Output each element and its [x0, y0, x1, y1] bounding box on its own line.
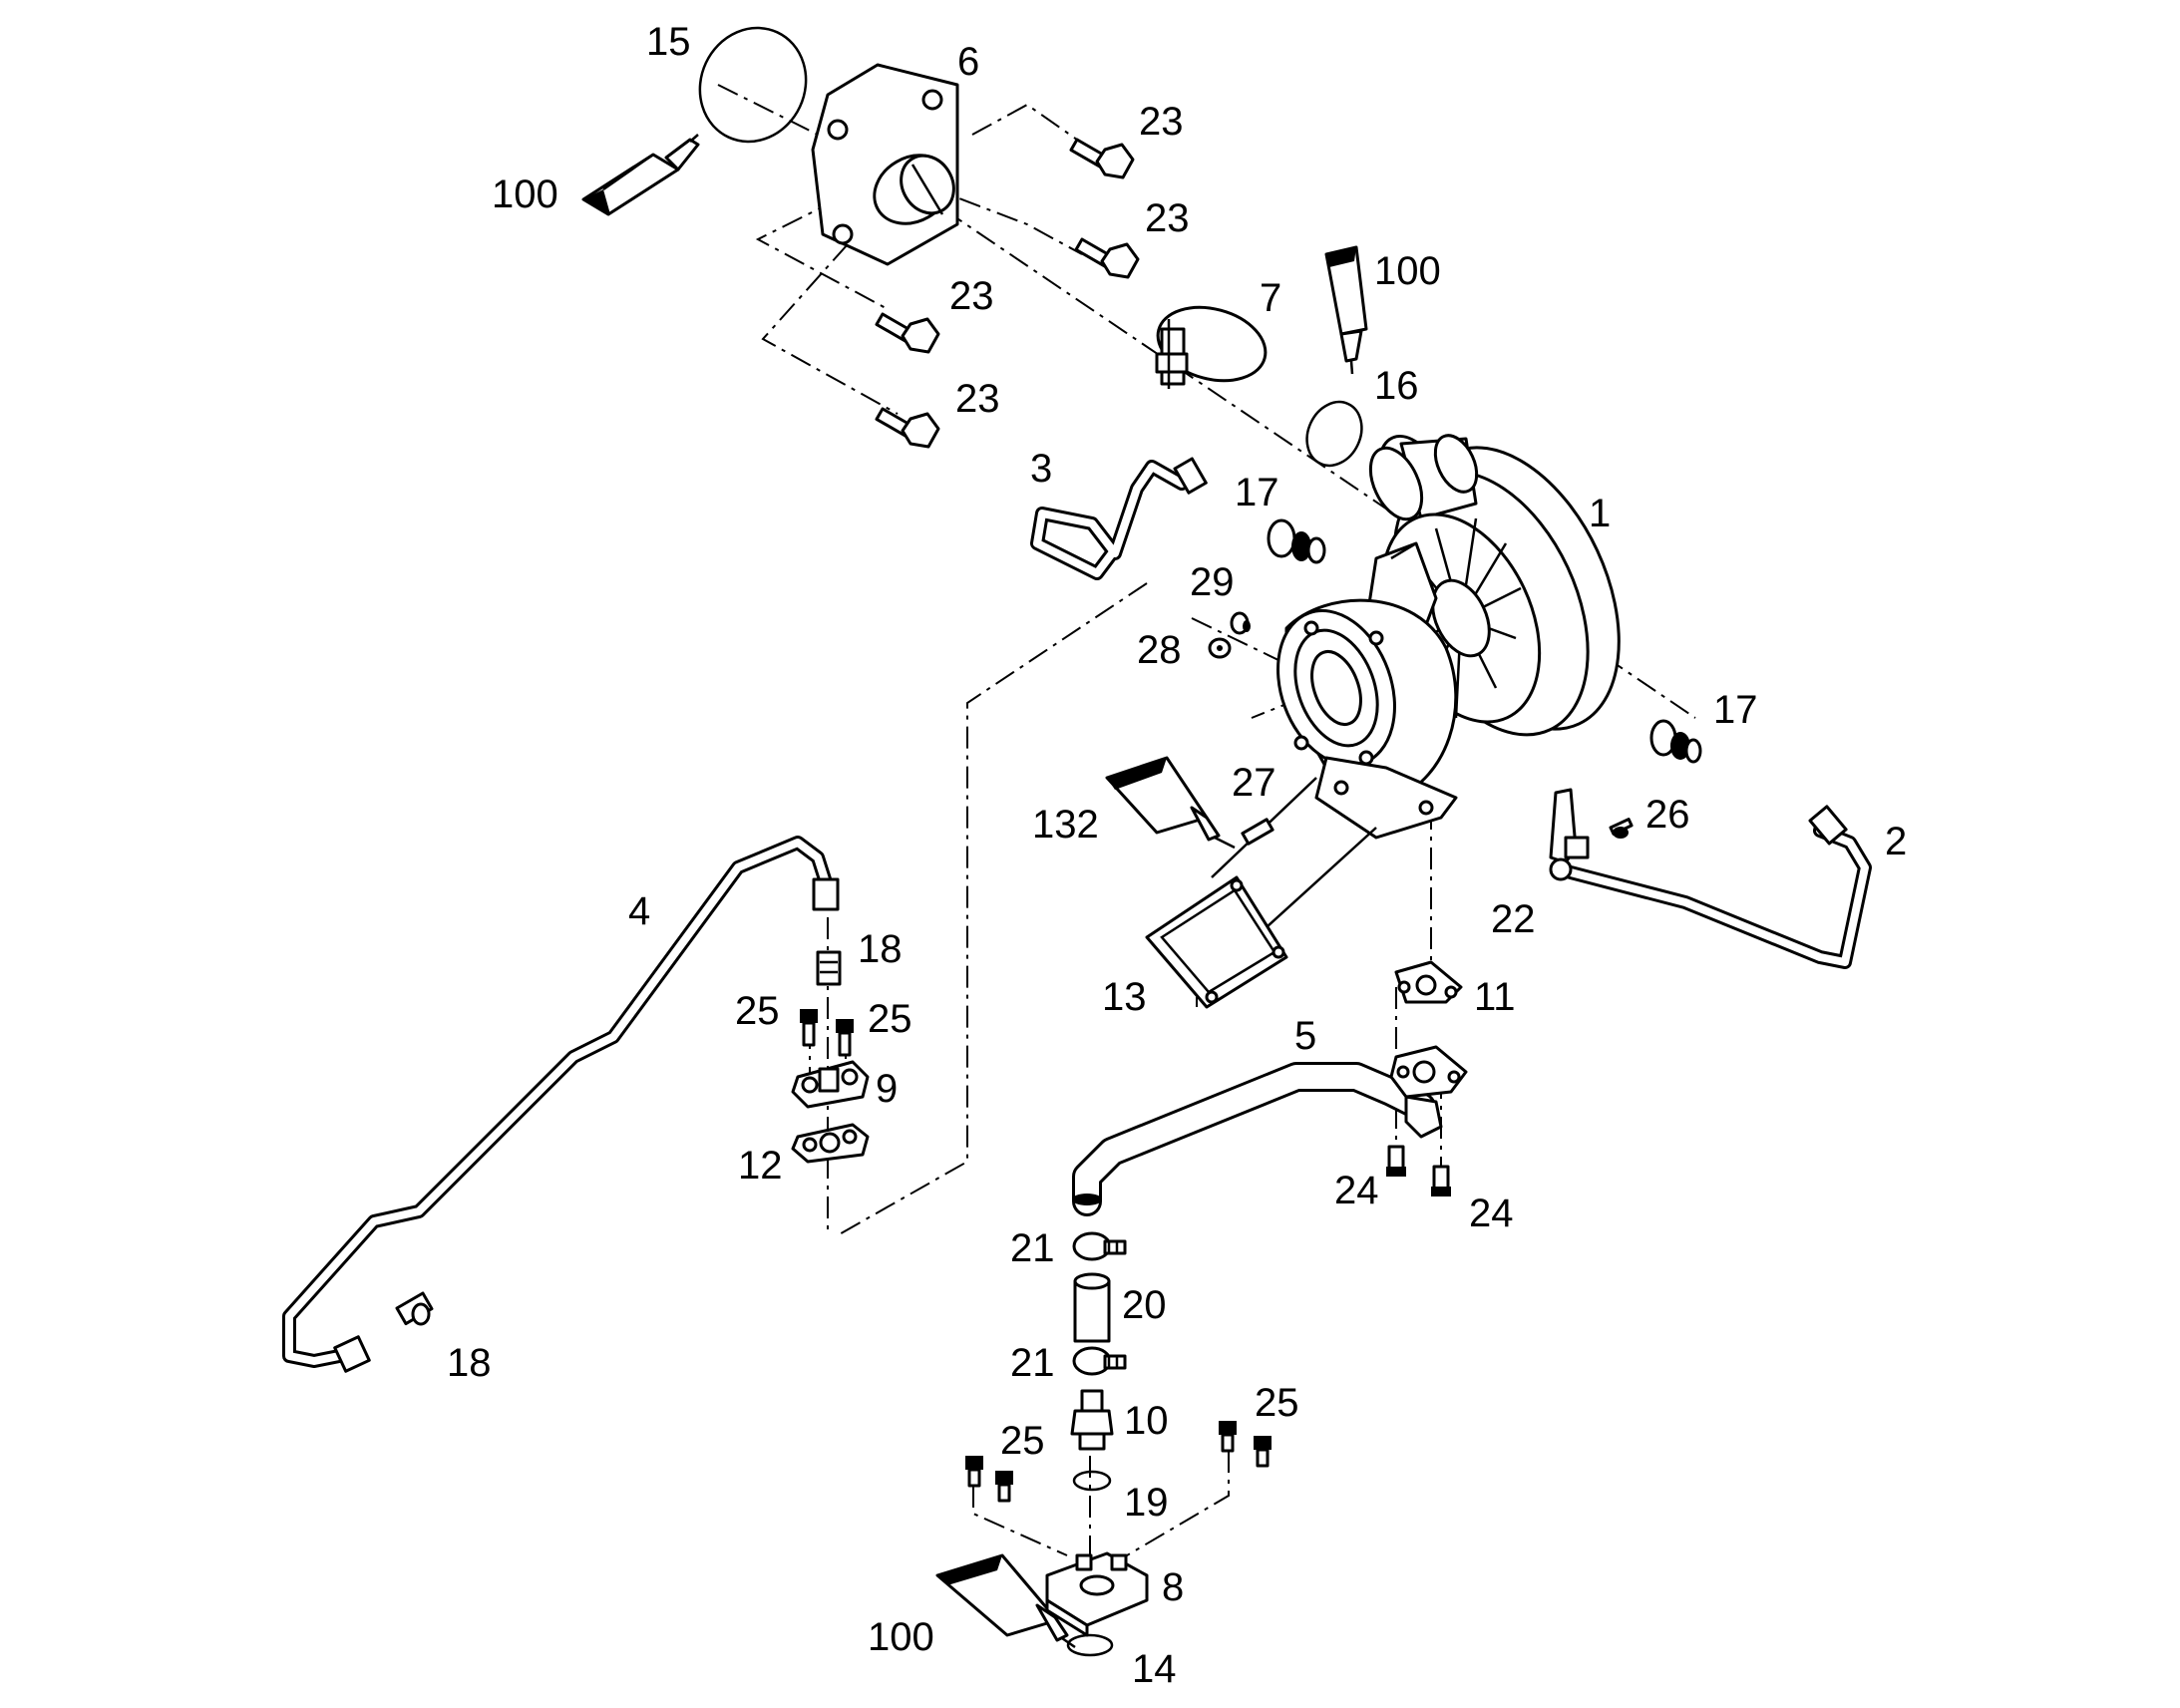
callout-3: 3 [1030, 447, 1052, 491]
callout-7: 7 [1260, 276, 1281, 320]
screw-25-a [800, 1009, 818, 1047]
callout-15: 15 [646, 20, 691, 64]
callout-17-b: 17 [1713, 688, 1758, 732]
nut-29 [1230, 611, 1251, 635]
flange-6 [811, 63, 959, 266]
callout-9: 9 [876, 1067, 898, 1111]
turbocharger-1 [1276, 434, 1621, 840]
callout-12: 12 [738, 1144, 783, 1188]
fitting-17-a [1267, 518, 1326, 564]
callout-4: 4 [628, 889, 650, 933]
callout-23-c: 23 [949, 274, 994, 318]
callout-100-a: 100 [492, 172, 558, 216]
callout-25-d: 25 [1000, 1419, 1045, 1463]
gasket-13 [1145, 777, 1377, 1009]
sealant-tube-132 [1105, 756, 1236, 850]
o-ring-16 [1305, 400, 1363, 468]
callout-10: 10 [1124, 1399, 1169, 1443]
callout-14: 14 [1132, 1647, 1177, 1691]
callout-2: 2 [1885, 820, 1907, 863]
hose-20 [1073, 1272, 1111, 1343]
pipe-5 [1072, 1045, 1468, 1216]
callout-29: 29 [1190, 560, 1235, 604]
callout-5: 5 [1294, 1014, 1316, 1058]
callout-21-b: 21 [1010, 1341, 1055, 1385]
callout-16: 16 [1374, 364, 1419, 408]
callout-100-c: 100 [868, 1615, 934, 1659]
callout-23-a: 23 [1139, 100, 1184, 144]
gasket-11 [1394, 960, 1463, 1004]
callout-13: 13 [1102, 975, 1147, 1019]
washer-28 [1208, 637, 1232, 659]
pipe-3 [1030, 457, 1208, 580]
screw-25-b [836, 1019, 854, 1057]
bolt-24-b [1431, 1165, 1451, 1196]
callout-labels: 15 6 100 23 23 23 23 100 7 16 3 17 1 29 … [447, 20, 1907, 1691]
fitting-18-b [395, 1291, 434, 1326]
gasket-12 [791, 1123, 870, 1164]
sealant-tube-100-c [935, 1553, 1076, 1649]
callout-22: 22 [1491, 897, 1536, 941]
pipe-2 [1564, 805, 1872, 969]
clamp-7 [1155, 305, 1268, 389]
callout-24-a: 24 [1334, 1169, 1379, 1212]
seal-14 [1066, 1633, 1114, 1657]
seal-19 [1072, 1470, 1112, 1492]
callout-27: 27 [1232, 761, 1276, 805]
bracket-22 [1549, 788, 1590, 881]
hose-clamp-21-b [1072, 1346, 1127, 1376]
sealant-tube-100-a [581, 134, 700, 216]
hose-clamp-21-a [1072, 1231, 1127, 1261]
pipe-4 [282, 836, 840, 1373]
callout-132: 132 [1032, 803, 1099, 847]
callout-11: 11 [1474, 975, 1516, 1019]
bolt-23-b [1074, 237, 1140, 279]
sealant-tube-100-b [1324, 245, 1368, 375]
fitting-18-a [816, 950, 842, 986]
o-ring-15 [698, 26, 808, 144]
bolt-23-d [875, 407, 940, 449]
callout-24-b: 24 [1469, 1192, 1514, 1235]
callout-100-b: 100 [1374, 249, 1441, 293]
callout-18-b: 18 [447, 1341, 492, 1385]
flange-8 [1045, 1551, 1149, 1637]
callout-21-a: 21 [1010, 1226, 1055, 1270]
callout-19: 19 [1124, 1481, 1169, 1525]
callout-6: 6 [957, 40, 979, 84]
screw-25-c [965, 1456, 983, 1488]
bolt-23-c [875, 312, 940, 354]
bolt-24-a [1386, 1145, 1406, 1177]
bolt-23-a [1069, 138, 1135, 179]
fitting-10 [1070, 1389, 1114, 1451]
screw-25-f [1254, 1436, 1272, 1468]
callout-17-a: 17 [1235, 471, 1279, 514]
callout-28: 28 [1137, 628, 1182, 672]
callout-25-b: 25 [868, 997, 912, 1041]
callout-8: 8 [1162, 1565, 1184, 1609]
screw-25-e [1219, 1421, 1237, 1453]
callout-18-a: 18 [858, 927, 903, 971]
callout-23-d: 23 [955, 377, 1000, 421]
callout-25-c: 25 [1255, 1381, 1299, 1425]
stud-27 [1241, 818, 1274, 846]
callout-1: 1 [1589, 492, 1611, 535]
callout-25-a: 25 [735, 989, 780, 1033]
fitting-17-b [1649, 719, 1702, 764]
callout-23-b: 23 [1145, 196, 1190, 240]
callout-20: 20 [1122, 1283, 1167, 1327]
callout-26: 26 [1645, 793, 1690, 837]
screw-26 [1609, 818, 1634, 839]
screw-25-d [995, 1471, 1013, 1503]
flange-9 [791, 1060, 870, 1109]
